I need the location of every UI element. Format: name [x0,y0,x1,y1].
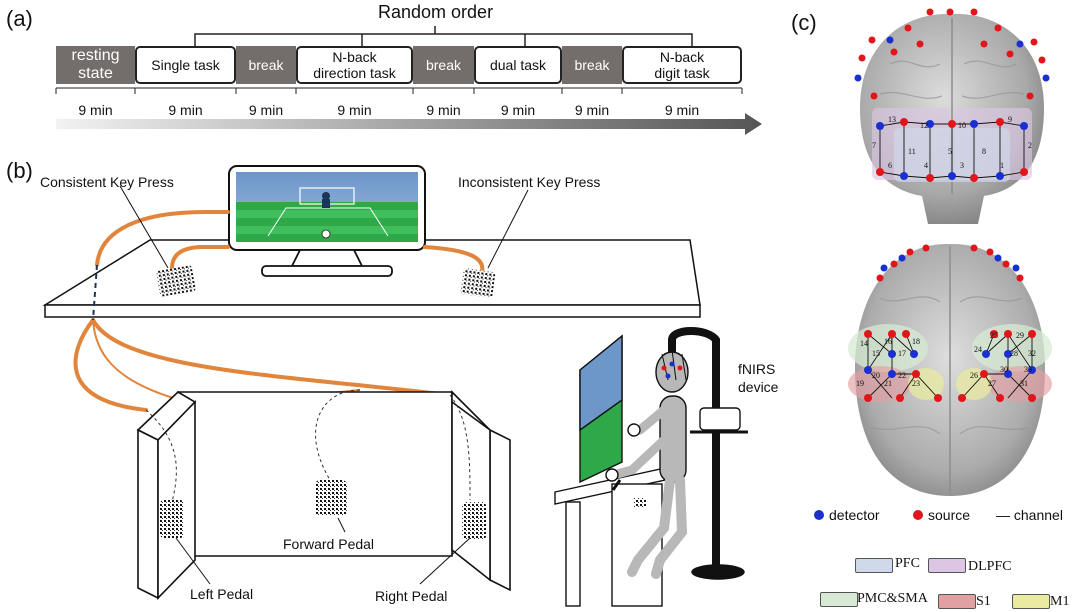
block-nback-digit: N-back digit task [622,46,742,84]
consistent-key-pad [156,265,196,297]
ch-16: 16 [884,337,892,346]
detector-dot [814,510,824,520]
swatch-s1 [938,594,976,609]
duration-6: 9 min [500,102,536,118]
panel-a-label: (a) [6,6,33,31]
ch-7: 7 [872,141,876,150]
participant-setup [554,327,748,607]
legend-detector: detector [829,507,880,523]
ch-2: 2 [1028,141,1032,150]
ch-13: 13 [888,115,896,124]
fnirs-device-label: fNIRS device [738,361,779,395]
swatch-pmc-sma [820,592,858,607]
ch-33: 33 [1024,365,1032,374]
block-single-task: Single task [135,46,236,84]
swatch-m1 [1012,594,1050,609]
panel-c-label: (c) [791,10,817,35]
duration-5: 9 min [426,102,461,118]
random-order-title: Random order [378,2,494,22]
swatch-dlpfc [928,558,966,573]
block-dual-task: dual task [474,46,562,84]
ch-30: 30 [1000,365,1008,374]
duration-2: 9 min [168,102,203,118]
block-nback-direction: N-back direction task [296,46,413,84]
left-pedal-label: Left Pedal [190,586,254,602]
ch-15: 15 [872,349,880,358]
inconsistent-key-pad [460,268,496,298]
ch-26: 26 [970,371,978,380]
ch-8: 8 [982,147,986,156]
ch-14: 14 [860,339,868,348]
right-pedal-label: Right Pedal [375,588,448,604]
ch-32: 32 [1028,349,1036,358]
ch-11: 11 [908,147,916,156]
brain-front-view: 13 12 10 9 7 11 5 8 2 6 4 3 1 [854,8,1050,224]
ch-17: 17 [898,349,906,358]
ch-19: 19 [856,379,864,388]
ch-22: 22 [898,371,906,380]
desk-edge [44,304,701,318]
ch-25: 25 [990,331,998,340]
ch-28: 28 [1010,349,1018,358]
ch-6: 6 [888,161,892,170]
block-break-1: break [236,46,296,84]
ch-21: 21 [884,379,892,388]
ch-1: 1 [1000,161,1004,170]
block-break-2: break [413,46,474,84]
right-pedal [462,502,486,540]
ch-18: 18 [912,337,920,346]
left-pedal [160,500,184,538]
ch-5: 5 [948,147,952,156]
forward-pedal-label: Forward Pedal [283,536,375,552]
region-s1: S1 [976,594,991,609]
duration-1: 9 min [78,102,113,118]
monitor [228,165,426,277]
random-order-bracket [55,26,762,135]
duration-8: 9 min [664,102,700,118]
inconsistent-key-label: Inconsistent Key Press [458,174,601,190]
duration-4: 9 min [337,102,372,118]
region-pfc: PFC [895,556,920,571]
duration-3: 9 min [248,102,284,118]
forward-pedal [315,480,347,516]
ch-9: 9 [1008,115,1012,124]
ch-27: 27 [988,379,996,388]
ch-3: 3 [960,161,964,170]
legend-source: source [928,507,971,523]
time-arrow [56,113,762,135]
source-dot [913,510,923,520]
duration-7: 9 min [574,102,610,118]
region-m1: M1 [1050,594,1070,609]
ch-23: 23 [912,379,920,388]
consistent-key-label: Consistent Key Press [40,174,174,190]
ch-12: 12 [920,121,928,130]
brain-top-view: 14 16 18 15 17 25 29 24 28 32 20 22 19 2… [848,243,1052,496]
ch-31: 31 [1020,379,1028,388]
pedal-frame [136,390,511,600]
ch-20: 20 [872,371,880,380]
block-resting-state: resting state [56,46,135,84]
block-break-3: break [562,46,622,84]
ch-4: 4 [924,161,928,170]
legend-channel: — channel [996,507,1063,523]
setup-illustration [42,165,748,607]
region-pmc-sma: PMC&SMA [857,591,928,606]
ch-29: 29 [1016,331,1024,340]
region-dlpfc: DLPFC [968,559,1012,574]
ch-24: 24 [974,345,982,354]
panel-b-label: (b) [6,158,33,183]
ch-10: 10 [958,121,966,130]
swatch-pfc [855,558,893,573]
